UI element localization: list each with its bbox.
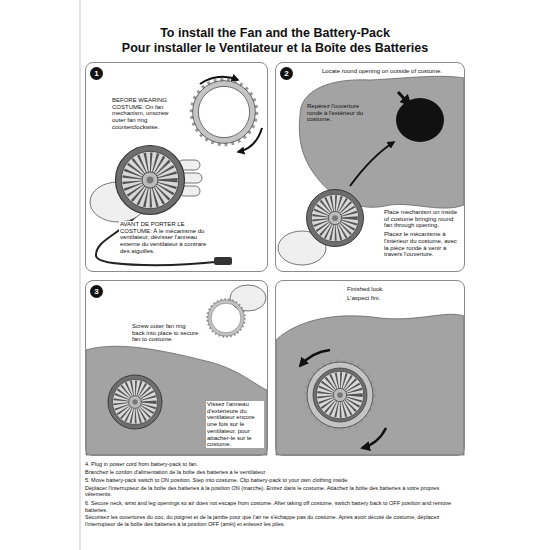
- instruction-text: L'aspect fini.: [346, 295, 436, 302]
- step-panel: Finished look. L'aspect fini.: [275, 280, 465, 456]
- instruction-text: Screw outer fan ring back into place to …: [131, 323, 201, 343]
- instruction-step: 6. Secure neck, wrist and leg openings s…: [85, 500, 465, 513]
- step-panel: 2 Locate round opening on outside of cost…: [275, 62, 465, 272]
- margin-rule: [80, 0, 81, 550]
- instruction-text: Place mechanism on inside of costume bri…: [383, 209, 463, 229]
- notes-block: 4. Plug in power cord from battery-pack …: [85, 461, 465, 528]
- plug: [214, 257, 232, 265]
- pointer-arrow: [398, 92, 410, 105]
- instruction-step: Sécurisez les ouvertures du cou, du poig…: [85, 514, 465, 527]
- callout-number: 3: [90, 285, 103, 298]
- instruction-text: AVANT DE PORTER LE COSTUME: À le mécanis…: [119, 221, 214, 255]
- instruction-step: 4. Plug in power cord from battery-pack …: [85, 461, 465, 468]
- fan-mechanism: [108, 375, 162, 429]
- fan-ring: [192, 80, 257, 145]
- fan-ring: [306, 361, 374, 429]
- fan-mechanism: [307, 190, 364, 247]
- panel-two-art: [278, 76, 464, 265]
- hand: [230, 285, 266, 311]
- round-opening: [396, 98, 444, 142]
- costume: [86, 346, 267, 455]
- costume: [276, 314, 464, 455]
- callout-number: 2: [280, 67, 293, 80]
- panel-four-art: [276, 314, 464, 455]
- rotate-arrow: [238, 128, 262, 152]
- instruction-text: Repérez l'ouverture ronde à l'extérieur …: [306, 103, 376, 123]
- fan-ring: [207, 299, 244, 336]
- instruction-step: 5. Move battery-pack switch to ON positi…: [85, 477, 465, 484]
- title-translation: Pour installer le Ventilateur et la Boît…: [75, 41, 475, 56]
- instruction-step: Déplacer l'interrupteur de la boîte des …: [85, 485, 465, 498]
- title: To install the Fan and the Battery-Pack: [75, 26, 475, 41]
- rotate-arrow: [200, 77, 238, 84]
- rotate-arrow: [300, 350, 330, 366]
- instruction-text: Locate round opening on outside of costu…: [321, 68, 446, 75]
- step-panel: 1BEFORE WEARING COSTUME: On fan mechanis…: [85, 62, 268, 272]
- instruction-step: Branchez le cordon d'alimentation de la …: [85, 469, 465, 476]
- instruction-text: Finished look.: [346, 286, 436, 293]
- title-block: To install the Fan and the Battery-PackP…: [75, 26, 475, 56]
- move-arrow: [350, 142, 394, 186]
- instruction-text: Vissez l'anneau d'extérieure du ventilat…: [206, 401, 264, 448]
- costume: [299, 76, 464, 208]
- step-panel: 3Screw outer fan ring back into place to…: [85, 280, 268, 456]
- fan-mechanism: [116, 146, 185, 215]
- callout-number: 1: [90, 67, 103, 80]
- panel-three-art: [86, 285, 267, 455]
- rotate-arrow: [362, 428, 386, 448]
- panel-one-art: [90, 77, 262, 265]
- instruction-text: BEFORE WEARING COSTUME: On fan mechanism…: [111, 97, 183, 131]
- instruction-text: Placez le mécanisme à l'intérieur du cos…: [383, 231, 463, 258]
